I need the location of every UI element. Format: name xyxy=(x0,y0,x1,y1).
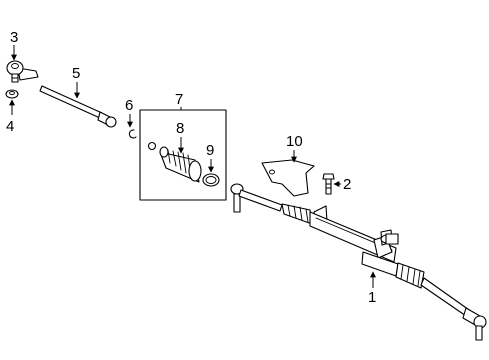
inner-tie-rod-part-5 xyxy=(39,85,117,128)
callout-3: 3 xyxy=(10,29,18,46)
callout-10: 10 xyxy=(286,133,303,150)
steering-rack-part-1 xyxy=(230,183,487,341)
clip-part-6 xyxy=(128,129,137,139)
callout-8: 8 xyxy=(176,120,184,137)
heat-shield-part-10 xyxy=(261,159,315,197)
callout-4: 4 xyxy=(6,118,14,135)
callout-9: 9 xyxy=(206,142,214,159)
callout-5: 5 xyxy=(72,65,80,82)
callout-2: 2 xyxy=(343,176,351,193)
nut-part-4 xyxy=(5,89,19,99)
callout-6: 6 xyxy=(125,97,133,114)
boot-clamp-part-9 xyxy=(202,173,220,187)
bolt-part-2 xyxy=(322,173,335,195)
outer-tie-rod-end-part-3 xyxy=(6,60,39,83)
bellows-boot-part-8 xyxy=(147,141,202,183)
callout-1: 1 xyxy=(368,289,376,306)
callout-7: 7 xyxy=(175,91,183,108)
